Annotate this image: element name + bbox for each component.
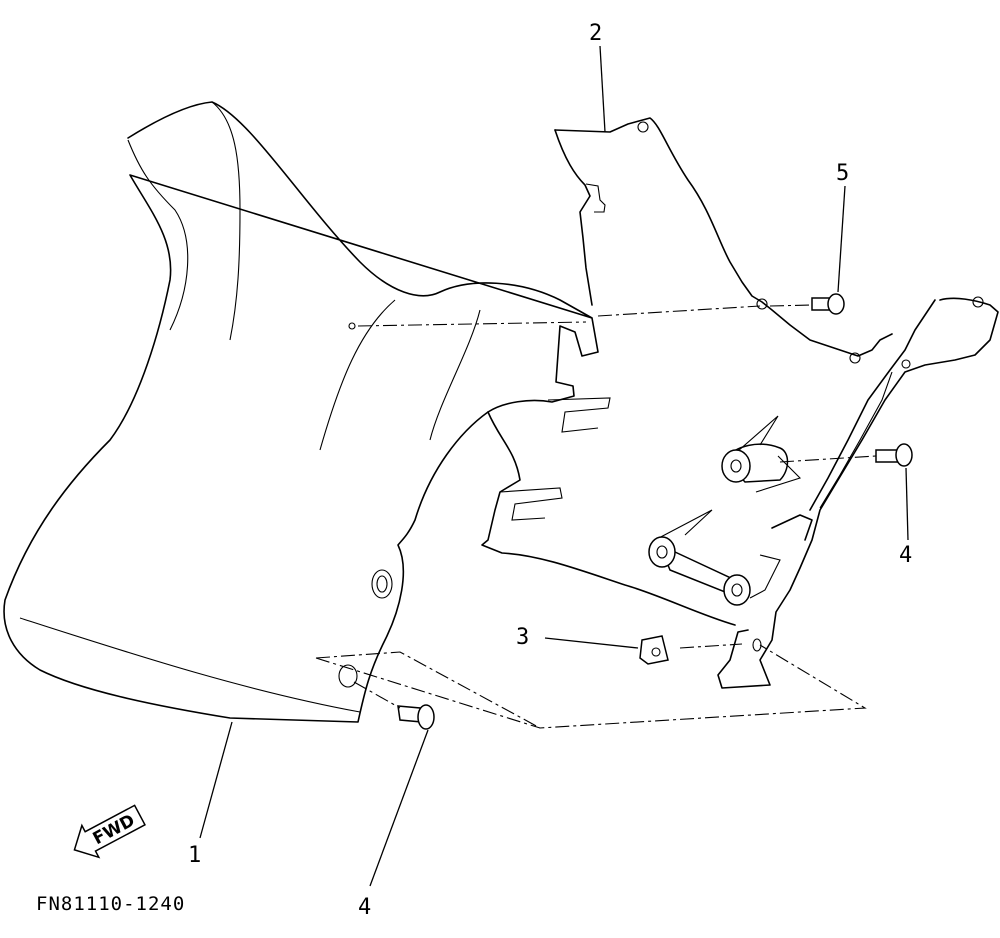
right-bracket-rail xyxy=(717,296,999,689)
screw-4-lower xyxy=(397,704,435,730)
nut-3 xyxy=(639,635,669,665)
part-2-inner-panel xyxy=(554,117,893,364)
assembly-lines xyxy=(315,304,877,729)
fwd-arrow-icon: FWD xyxy=(73,804,146,859)
callout-1: 1 xyxy=(188,843,201,868)
part-1-side-cover xyxy=(3,101,599,723)
screw-4-right xyxy=(875,443,913,467)
cover-inner-edge xyxy=(481,397,736,626)
callouts: 2 5 4 3 4 1 xyxy=(188,21,912,920)
callout-2: 2 xyxy=(589,21,602,46)
callout-4-right: 4 xyxy=(899,543,912,568)
screw-5 xyxy=(811,293,845,315)
leader-lines xyxy=(199,45,909,887)
rubber-mounts xyxy=(648,415,802,606)
fasteners xyxy=(397,293,913,730)
figure-code: FN81110-1240 xyxy=(36,893,185,915)
callout-4-lower: 4 xyxy=(358,895,371,920)
callout-5: 5 xyxy=(836,161,849,186)
callout-3: 3 xyxy=(516,625,529,650)
